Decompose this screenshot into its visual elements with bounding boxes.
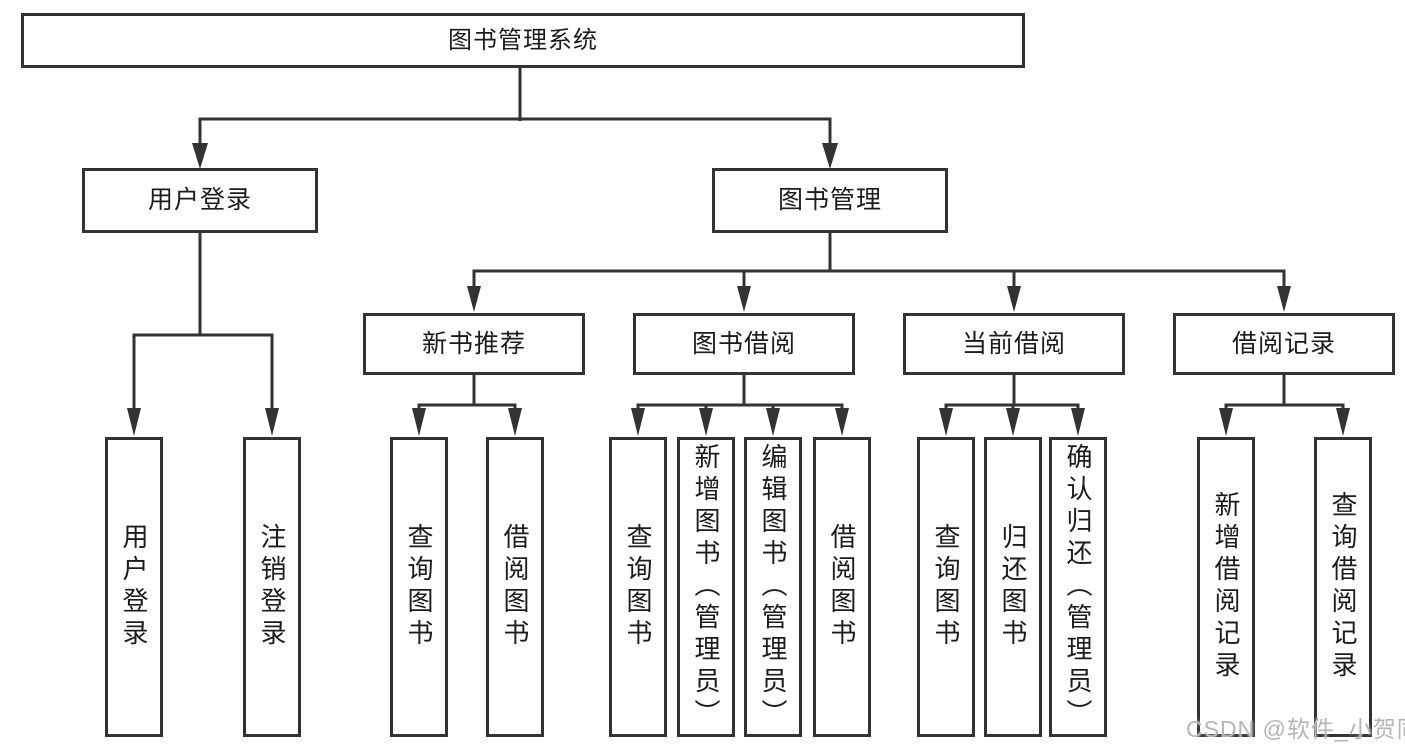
node-borrow-records: 借阅记录 bbox=[1173, 313, 1395, 375]
node-root: 图书管理系统 bbox=[21, 13, 1025, 68]
leaf-query-books-current: 查询图书 bbox=[917, 437, 975, 737]
connector-book-management-branch bbox=[467, 233, 1291, 312]
leaf-query-books-borrow: 查询图书 bbox=[609, 437, 667, 737]
leaf-add-books-admin: 新增图书（管理员） bbox=[677, 437, 735, 737]
node-book-borrow: 图书借阅 bbox=[633, 313, 855, 375]
leaf-user-login: 用户登录 bbox=[105, 437, 163, 737]
connector-user-login-branch bbox=[127, 233, 279, 436]
connector-root-to-level2 bbox=[192, 68, 838, 169]
leaf-confirm-return-admin: 确认归还（管理员） bbox=[1049, 437, 1107, 737]
leaf-query-books-recommend: 查询图书 bbox=[390, 437, 448, 737]
connector-current-borrow-branch bbox=[939, 375, 1085, 436]
connector-new-book-recommend-branch bbox=[412, 375, 522, 436]
leaf-edit-books-admin: 编辑图书（管理员） bbox=[744, 437, 802, 737]
node-user-login: 用户登录 bbox=[82, 168, 318, 233]
leaf-query-borrow-record: 查询借阅记录 bbox=[1314, 437, 1372, 737]
connector-borrow-records-branch bbox=[1219, 375, 1350, 436]
leaf-return-books: 归还图书 bbox=[984, 437, 1042, 737]
node-new-book-recommend: 新书推荐 bbox=[363, 313, 585, 375]
node-book-management: 图书管理 bbox=[712, 168, 948, 233]
node-current-borrow: 当前借阅 bbox=[903, 313, 1125, 375]
leaf-borrow-books: 借阅图书 bbox=[813, 437, 871, 737]
csdn-watermark: CSDN @软件_小贺同学 bbox=[1186, 716, 1405, 742]
leaf-logout: 注销登录 bbox=[243, 437, 301, 737]
leaf-add-borrow-record: 新增借阅记录 bbox=[1197, 437, 1255, 737]
leaf-borrow-books-recommend: 借阅图书 bbox=[486, 437, 544, 737]
connector-book-borrow-branch bbox=[631, 375, 849, 436]
